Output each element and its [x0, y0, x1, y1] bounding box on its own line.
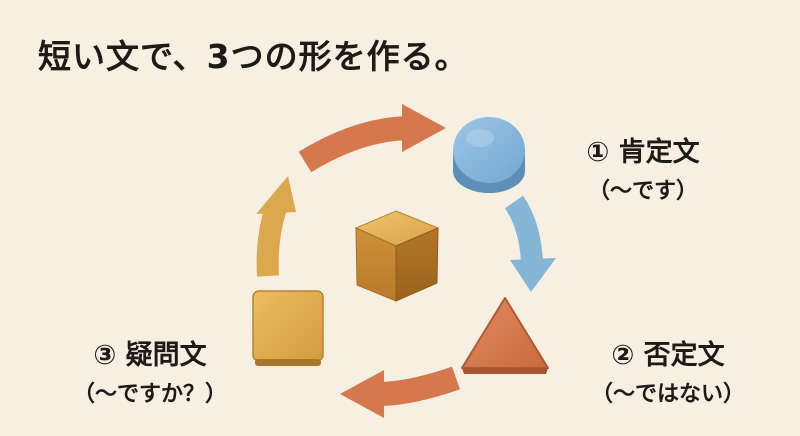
label-name: 疑問文 — [125, 340, 207, 371]
arrow-negative-to-question — [340, 366, 460, 418]
label-negative: ② 否定文 （〜ではない） — [548, 333, 788, 408]
page-title: 短い文で、3つの形を作る。 — [38, 37, 469, 76]
label-number: ① — [586, 137, 610, 168]
arrow-question-up — [256, 176, 296, 277]
label-number: ② — [611, 340, 635, 371]
label-form: （〜ですか？） — [72, 382, 227, 407]
label-affirmative: ① 肯定文 （〜です） — [548, 130, 738, 205]
arrow-affirmative-to-negative — [504, 195, 556, 292]
label-question: ③ 疑問文 （〜ですか？） — [40, 333, 260, 408]
label-name: 肯定文 — [618, 137, 700, 168]
blue-circle-icon — [453, 117, 525, 193]
label-form: （〜です） — [587, 179, 698, 204]
orange-triangle-icon — [461, 297, 549, 374]
label-number: ③ — [93, 340, 117, 371]
label-form: （〜ではない） — [590, 382, 745, 407]
label-name: 否定文 — [643, 340, 725, 371]
yellow-square-icon — [252, 290, 324, 366]
arrow-question-to-affirmative — [298, 104, 446, 173]
wood-cube-icon — [354, 210, 440, 302]
